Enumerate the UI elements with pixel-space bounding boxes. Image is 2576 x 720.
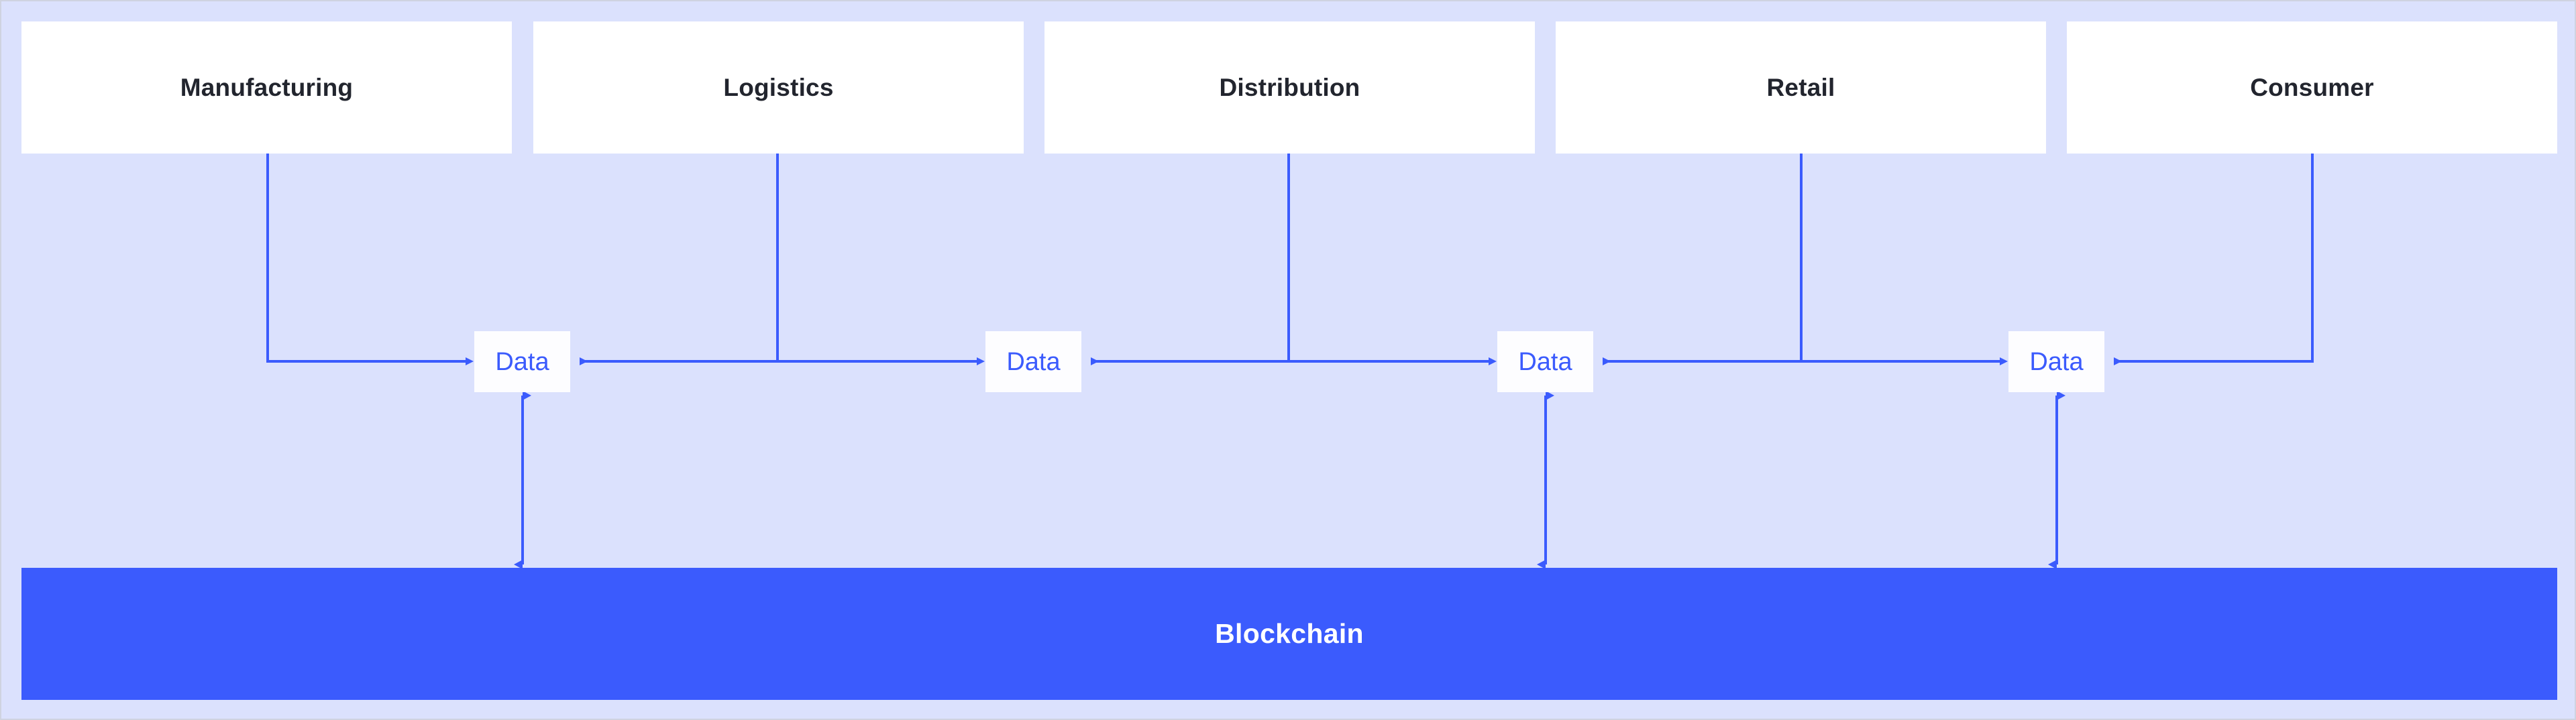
stage-box-consumer[interactable]: Consumer — [2067, 21, 2557, 154]
edge-logistics-to-data1 — [580, 154, 779, 365]
data-node-1[interactable]: Data — [474, 331, 570, 392]
stage-box-distribution[interactable]: Distribution — [1044, 21, 1535, 154]
stage-label-retail: Retail — [1766, 73, 1835, 101]
stage-label-distribution: Distribution — [1219, 73, 1360, 101]
data-node-2[interactable]: Data — [985, 331, 1081, 392]
blockchain-label: Blockchain — [1215, 618, 1364, 649]
data-node-4-label: Data — [2029, 347, 2084, 376]
data-node-2-label: Data — [1006, 347, 1061, 376]
stage-label-logistics: Logistics — [723, 73, 834, 101]
edge-manufacturing-to-data1 — [266, 154, 474, 365]
stage-box-manufacturing[interactable]: Manufacturing — [21, 21, 512, 154]
data-node-4[interactable]: Data — [2008, 331, 2104, 392]
stage-box-logistics[interactable]: Logistics — [533, 21, 1024, 154]
edge-consumer-to-data4 — [2114, 154, 2314, 365]
stage-label-consumer: Consumer — [2250, 73, 2374, 101]
blockchain-bar[interactable]: Blockchain — [21, 568, 2557, 700]
edge-distribution-to-data2 — [1091, 154, 1290, 365]
data-node-3[interactable]: Data — [1497, 331, 1593, 392]
data-node-1-label: Data — [495, 347, 549, 376]
stage-label-manufacturing: Manufacturing — [180, 73, 354, 101]
stage-box-retail[interactable]: Retail — [1556, 21, 2046, 154]
edge-retail-to-data3 — [1603, 154, 1803, 365]
data-node-3-label: Data — [1518, 347, 1572, 376]
